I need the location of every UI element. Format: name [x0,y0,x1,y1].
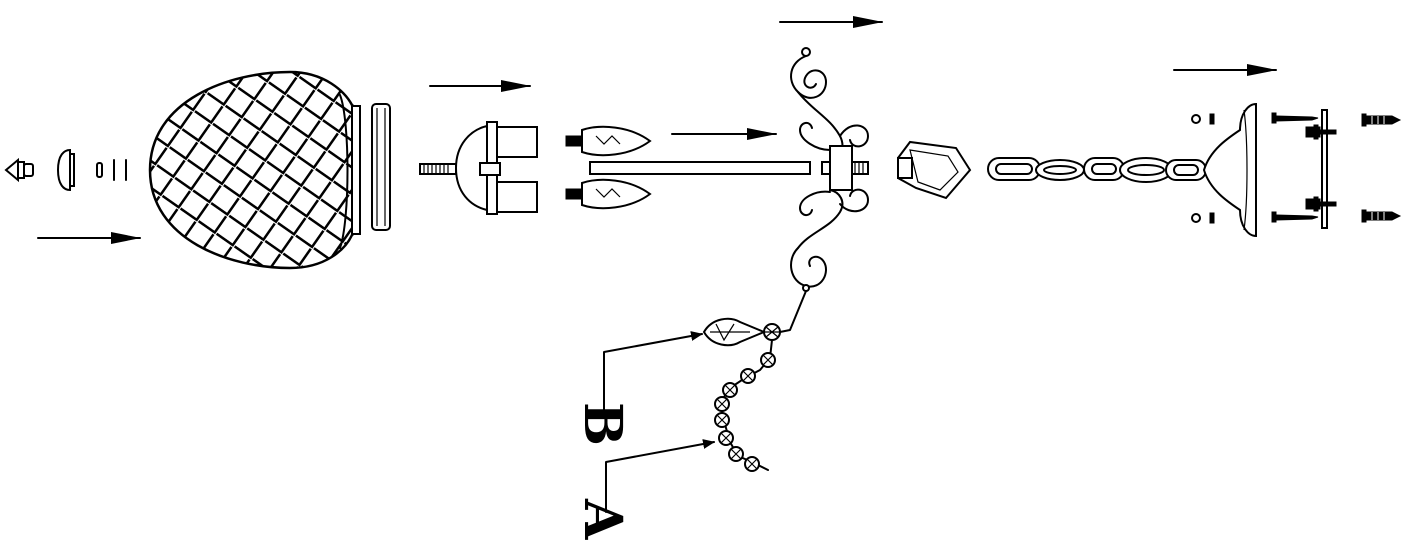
leader-a [605,439,715,513]
glass-shade [148,70,361,270]
bead [728,446,744,462]
callout-label-a: A [572,499,633,540]
loop-coupling [897,140,972,200]
screw-upper [1271,112,1319,124]
candle-bulbs [565,125,652,210]
wall-anchors [1361,113,1402,223]
canopy [1191,102,1257,238]
center-rod [589,161,811,175]
bead [714,396,730,412]
chain [987,157,1207,183]
candle-bulb-lower [565,178,652,210]
assembly-direction-arrows [37,16,1277,244]
scroll-frame [790,47,869,292]
leader-b [603,331,703,417]
wall-anchor-lower [1361,209,1402,223]
washer-and-spacers [96,159,127,181]
candle-bulb-upper [565,125,652,157]
bead [740,368,756,384]
callout-label-b: B [572,402,633,446]
bead [714,412,730,428]
mounting-bar [1305,109,1337,229]
crystal-drop-b [702,290,807,347]
bead [722,382,738,398]
finial [4,157,34,183]
bead [760,352,776,368]
bead [744,456,760,472]
screw-lower [1271,211,1319,223]
callout-leaders [603,331,715,513]
shade-ring [371,103,391,231]
mounting-bolt-upper [1305,124,1337,140]
bead [718,430,734,446]
wall-anchor-upper [1361,113,1402,127]
socket-cup-assembly [419,121,538,215]
crystal-bead-chain-a [714,339,776,472]
cap [56,148,75,192]
mounting-bolt-lower [1305,196,1337,212]
screws [1271,112,1319,223]
